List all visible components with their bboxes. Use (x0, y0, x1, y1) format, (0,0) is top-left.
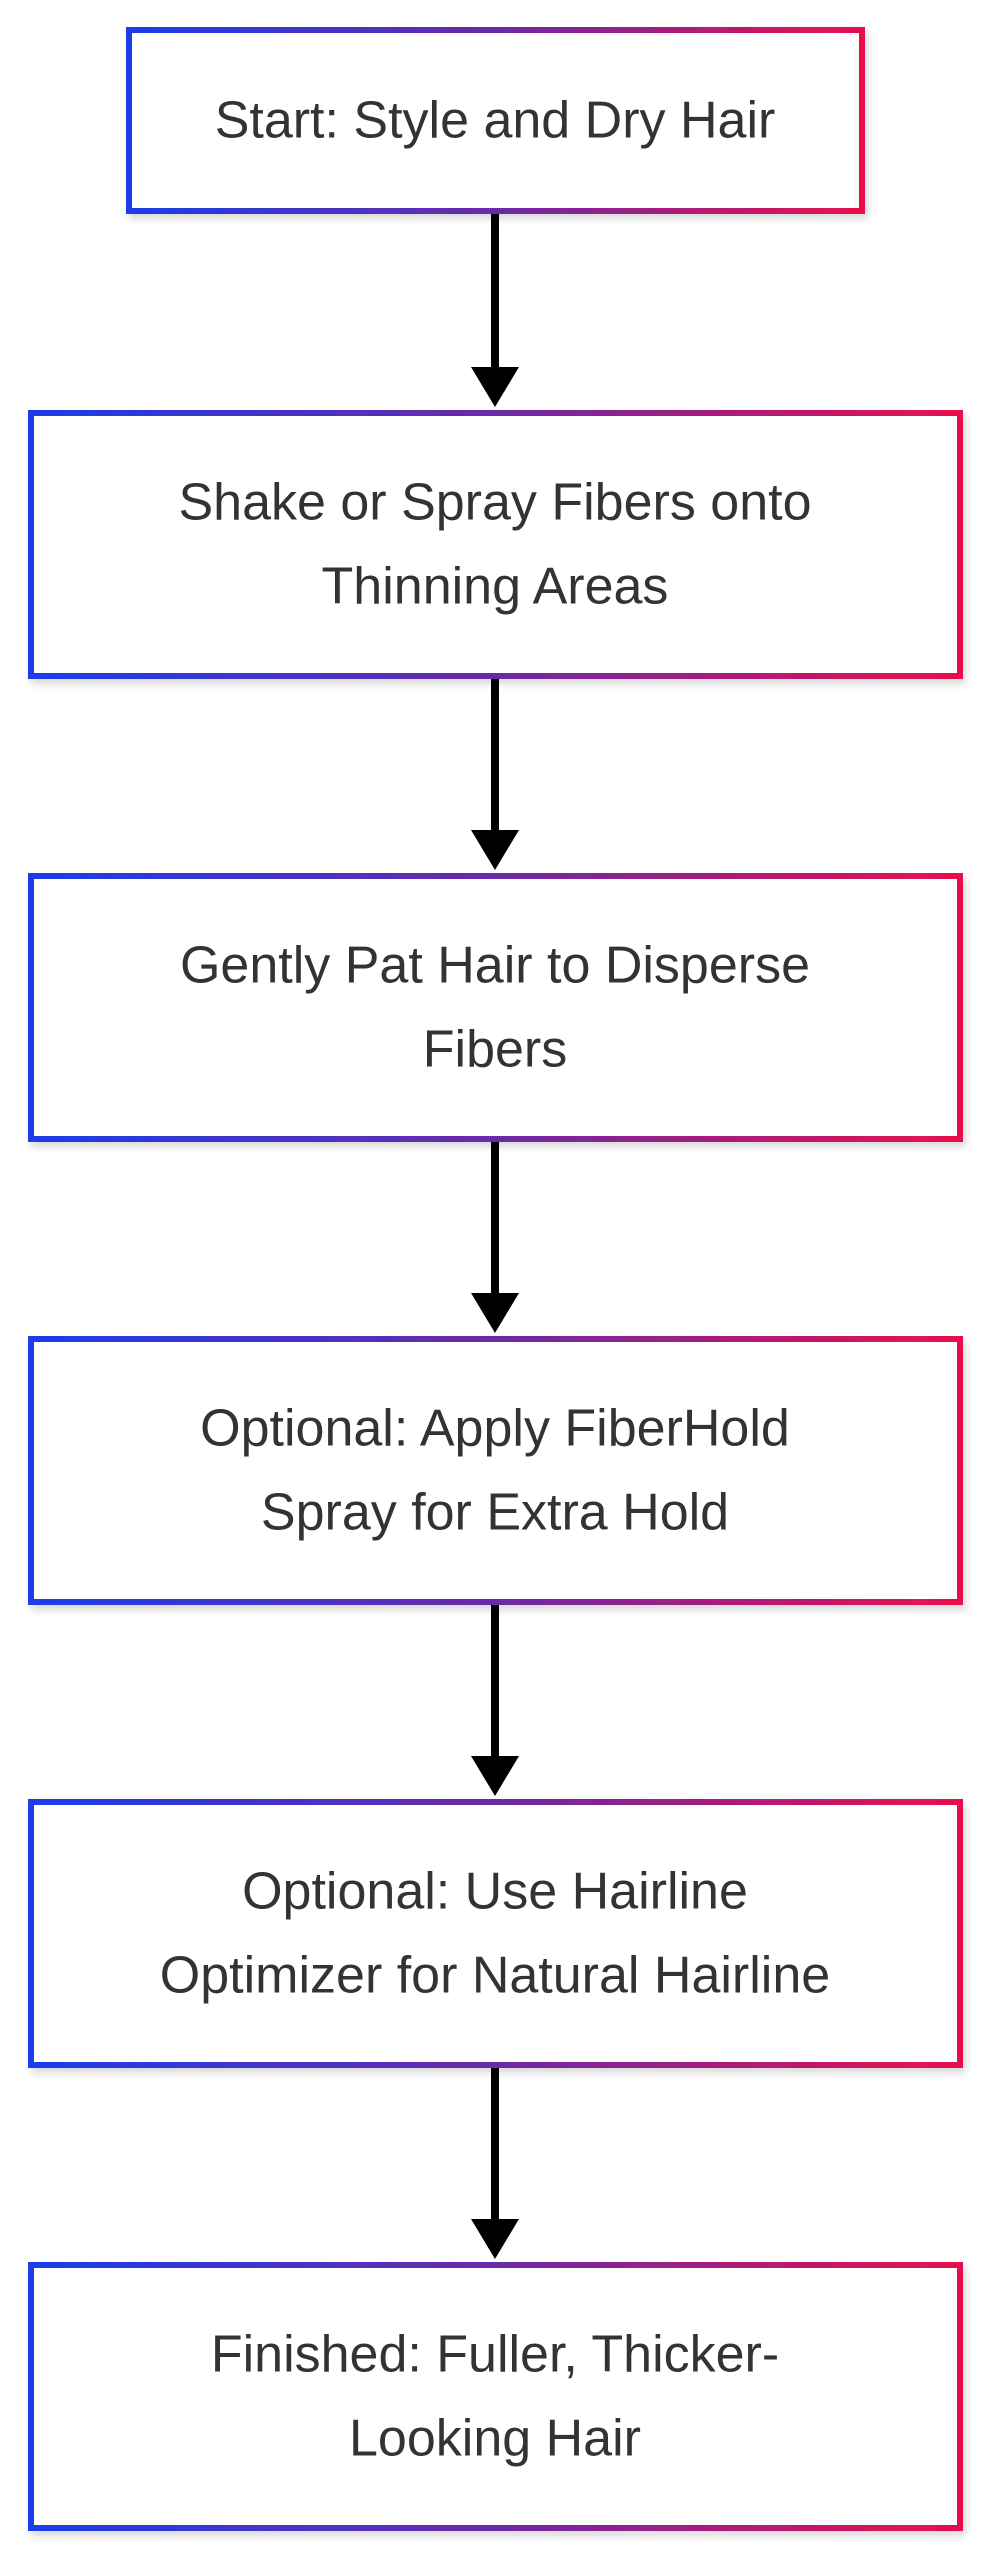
flow-edges (471, 214, 519, 2259)
flow-arrow-head (471, 830, 519, 870)
flow-arrow-5 (471, 2068, 519, 2259)
flow-step-label-line: Start: Style and Dry Hair (215, 92, 776, 150)
flow-step-label-line: Shake or Spray Fibers onto (179, 474, 812, 532)
flow-arrow-3 (471, 1142, 519, 1333)
flow-step-box (28, 1799, 963, 2068)
flow-step-box (28, 2262, 963, 2531)
flow-step-1: Start: Style and Dry Hair (126, 27, 865, 214)
flow-step-box (28, 873, 963, 1142)
flow-arrow-head (471, 1756, 519, 1796)
flow-arrow-head (471, 1293, 519, 1333)
flow-step-label-line: Spray for Extra Hold (261, 1484, 729, 1542)
flow-step-label-line: Optional: Use Hairline (242, 1863, 748, 1921)
flow-step-label-line: Optional: Apply FiberHold (200, 1400, 790, 1458)
flow-arrow-4 (471, 1605, 519, 1796)
flow-step-6: Finished: Fuller, Thicker- Looking Hair (28, 2262, 963, 2531)
flow-step-box (28, 410, 963, 679)
flow-step-label-line: Fibers (423, 1021, 567, 1079)
flow-arrow-head (471, 2219, 519, 2259)
flow-step-label-line: Gently Pat Hair to Disperse (180, 937, 810, 995)
flow-step-label-line: Looking Hair (349, 2410, 641, 2468)
flow-step-label-line: Optimizer for Natural Hairline (160, 1947, 830, 2005)
flow-step-label-line: Thinning Areas (322, 558, 669, 616)
flow-arrow-2 (471, 679, 519, 870)
flow-step-box (126, 27, 865, 214)
flow-arrow-1 (471, 214, 519, 407)
flow-step-label-line: Finished: Fuller, Thicker- (211, 2326, 779, 2384)
flow-arrow-head (471, 367, 519, 407)
flow-step-box (28, 1336, 963, 1605)
